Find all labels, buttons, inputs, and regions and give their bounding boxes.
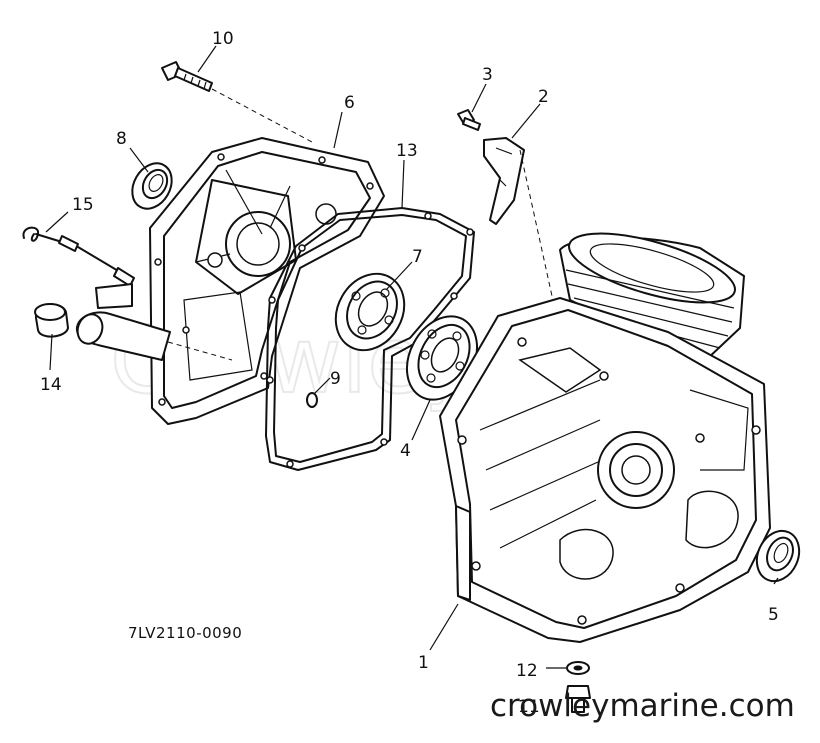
label-part-7: 7 xyxy=(412,247,423,267)
label-part-10: 10 xyxy=(212,29,234,49)
bearing-part-7 xyxy=(334,272,406,352)
gasket-part-13 xyxy=(265,207,475,471)
spring-clip-part-15 xyxy=(22,226,135,287)
breather-plate-part-2 xyxy=(483,137,525,225)
crankcase-cover-part-6 xyxy=(149,137,385,425)
dowel-pin-part-9 xyxy=(306,392,318,408)
bolt-part-10 xyxy=(161,61,213,92)
label-part-13: 13 xyxy=(396,141,418,161)
label-part-4: 4 xyxy=(400,441,411,461)
washer-part-12 xyxy=(566,661,590,675)
watermark: crowleymarine.com xyxy=(490,688,795,724)
drain-plug-part-11 xyxy=(565,685,591,713)
oil-filler-neck xyxy=(75,283,171,361)
diagram-code: 7LV2110-0090 xyxy=(128,624,242,642)
label-part-6: 6 xyxy=(344,93,355,113)
leader-lines xyxy=(45,45,779,669)
label-part-15: 15 xyxy=(72,195,94,215)
label-part-2: 2 xyxy=(538,87,549,107)
bearing-part-4 xyxy=(405,315,479,401)
crankcase-part-1 xyxy=(439,232,771,643)
label-part-14: 14 xyxy=(40,375,62,395)
label-part-11: 11 xyxy=(518,697,540,717)
label-part-9: 9 xyxy=(330,369,341,389)
screw-part-3 xyxy=(457,109,481,131)
oil-filler-cap-part-14 xyxy=(34,303,69,338)
label-part-1: 1 xyxy=(418,653,429,673)
oil-seal-part-8 xyxy=(131,162,173,210)
label-part-8: 8 xyxy=(116,129,127,149)
oil-seal-part-5 xyxy=(755,529,801,583)
label-part-5: 5 xyxy=(768,605,779,625)
label-part-3: 3 xyxy=(482,65,493,85)
label-part-12: 12 xyxy=(516,661,538,681)
callout-labels: 10 6 8 13 3 2 15 7 14 9 4 5 1 12 11 xyxy=(40,29,779,717)
